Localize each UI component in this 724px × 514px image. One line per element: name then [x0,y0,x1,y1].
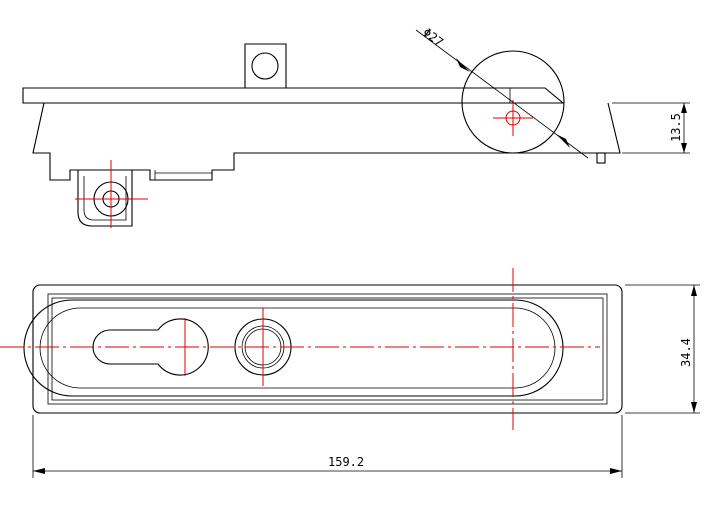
lower-bracket-inner [83,176,127,221]
mounting-tab-hole [251,52,279,80]
length-label: 159.2 [328,455,364,469]
cam-circle [461,50,565,154]
width-label: 34.4 [679,338,693,367]
length-arrow-left [33,468,45,474]
lever-inner [39,307,556,389]
side-view: Φ27 13.5 [22,25,690,228]
height-arrow-top [681,103,687,113]
height-label: 13.5 [669,113,683,142]
width-arrow-bottom [691,402,697,413]
body-outline [32,102,621,181]
outer-plate [32,284,623,414]
diameter-arrow-1 [456,58,470,72]
diameter-arrow-2 [556,134,570,148]
height-arrow-bottom [681,143,687,153]
inner-plate [47,293,608,405]
top-plate [22,87,565,104]
mounting-tab [244,43,287,88]
width-arrow-top [691,285,697,296]
lever-outer [23,299,564,397]
top-view: 34.4 159.2 [0,268,700,478]
length-arrow-right [610,468,622,474]
diameter-label: Φ27 [420,25,446,49]
inner-plate-edge [51,297,604,401]
locating-pin [596,152,606,164]
lower-bracket [77,170,133,227]
